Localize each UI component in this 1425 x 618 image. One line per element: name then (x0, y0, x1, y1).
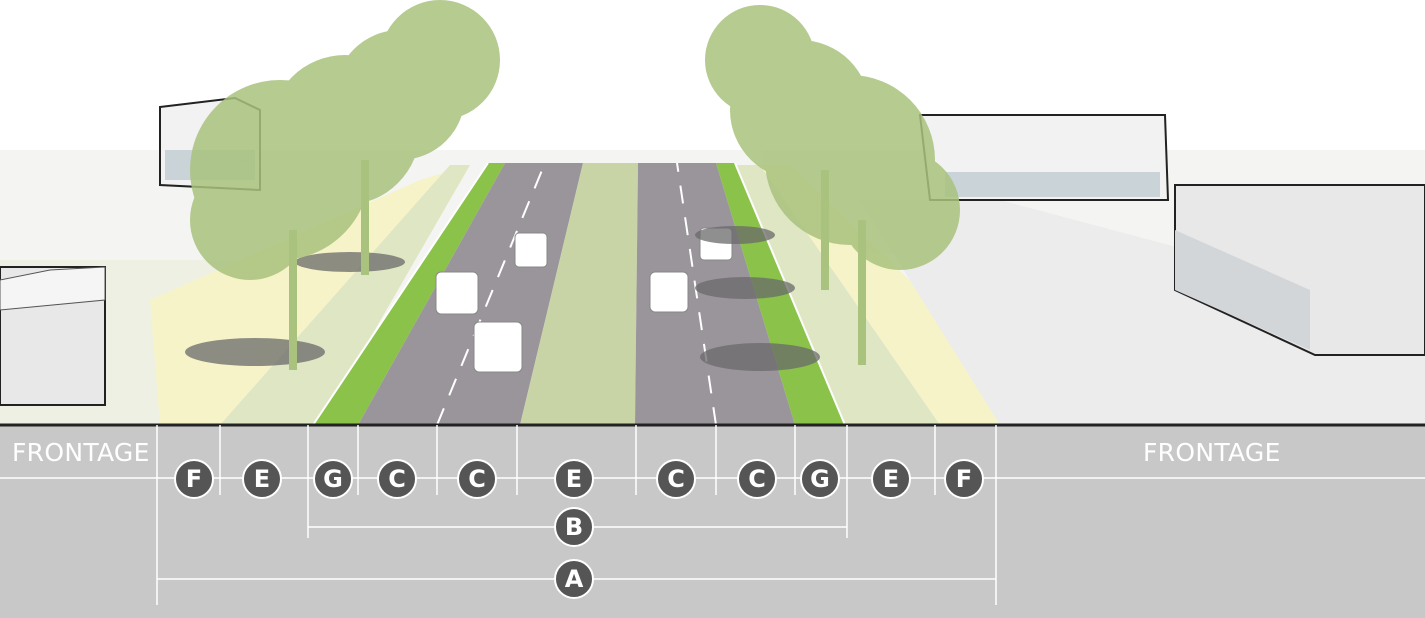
zone-label-c-4: C (737, 459, 777, 499)
trees-left (190, 0, 500, 280)
zone-label-f-right: F (944, 459, 984, 499)
zone-label-c-1: C (377, 459, 417, 499)
curb-line-right (734, 162, 846, 426)
cross-section-panel (0, 425, 1425, 618)
car (473, 321, 523, 373)
building-left-roof (0, 266, 106, 311)
tree-trunks-right (821, 170, 866, 365)
zone-dividers (156, 425, 997, 605)
frontage-label-left: FRONTAGE (12, 438, 150, 467)
median (520, 163, 638, 425)
car (435, 271, 479, 315)
building-back-right-windows (945, 172, 1160, 197)
dimension-label-b: B (554, 507, 594, 547)
right-parking-lot (860, 200, 1425, 425)
zone-label-g-right: G (800, 459, 840, 499)
car (514, 232, 548, 268)
car (649, 271, 689, 313)
vehicles (435, 227, 733, 373)
right-planting-strip (735, 165, 940, 425)
lane-marking-left (436, 162, 546, 426)
zone-label-c-3: C (656, 459, 696, 499)
zone-label-f-left: F (174, 459, 214, 499)
zone-label-c-2: C (457, 459, 497, 499)
zone-label-g-left: G (313, 459, 353, 499)
zone-label-e-median: E (554, 459, 594, 499)
dimension-label-a: A (554, 559, 594, 599)
trees-right (705, 5, 960, 270)
building-right-front (1175, 230, 1310, 350)
zone-label-e-right: E (871, 459, 911, 499)
frontage-label-right: FRONTAGE (1143, 438, 1281, 467)
bike-lane-left (313, 163, 505, 425)
tree-trunks-left (289, 160, 369, 370)
zone-label-e-left: E (242, 459, 282, 499)
curb-line-left (312, 162, 489, 426)
lane-marking-right (676, 162, 717, 426)
